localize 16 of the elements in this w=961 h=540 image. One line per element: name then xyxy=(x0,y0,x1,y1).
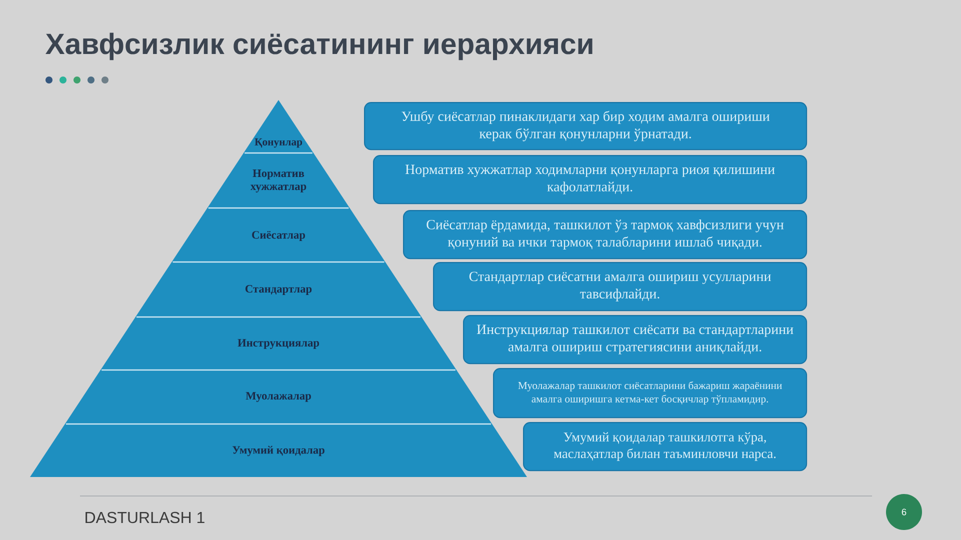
pyramid-layer: Қонунлар xyxy=(244,100,314,153)
footer-text: DASTURLASH 1 xyxy=(86,512,204,524)
slide-title: Хавфсизлик сиёсатининг иерархияси xyxy=(46,32,592,60)
text-box: Норматив хужжатлар ходимларни қонунларга риоя қилишини кафолатлайди. xyxy=(373,155,808,204)
pyramid-layer: Муолажалар xyxy=(64,369,492,424)
pyramid-layer: Стандартлар xyxy=(135,261,422,317)
text-box: Умумий қоидалар ташкилотга кўра, маслаҳатлар билан таъминловчи нарса. xyxy=(523,422,808,472)
pyramid-layer: Сиёсатлар xyxy=(172,207,386,262)
text-box: Стандартлар сиёсатни амалга ошириш усулларини тавсифлайди. xyxy=(433,262,808,312)
pyramid-layer: Умумий қоидалар xyxy=(30,423,527,477)
text-box: Сиёсатлар ёрдамида, ташкилот ўз тармоқ хавфсизлиги учун қонуний ва ички тармоқ талабларини ишлаб чиқади. xyxy=(403,210,808,260)
text-box: Ушбу сиёсатлар пинаклидаги хар бир ходим амалга ошириши керак бўлган қонунларни ўрнатади. xyxy=(364,102,808,150)
text-box: Муолажалар ташкилот сиёсатларини бажариш жараёнини амалга оширишга кетма-кет босқичлар тўпламидир. xyxy=(493,368,808,418)
page-number: 6 xyxy=(886,494,922,530)
text-box: Инструкциялар ташкилот сиёсати ва стандартларини амалга ошириш стратегиясини аниқлайди. xyxy=(463,315,808,364)
node-label: Умумий қоидалар xyxy=(232,446,324,456)
